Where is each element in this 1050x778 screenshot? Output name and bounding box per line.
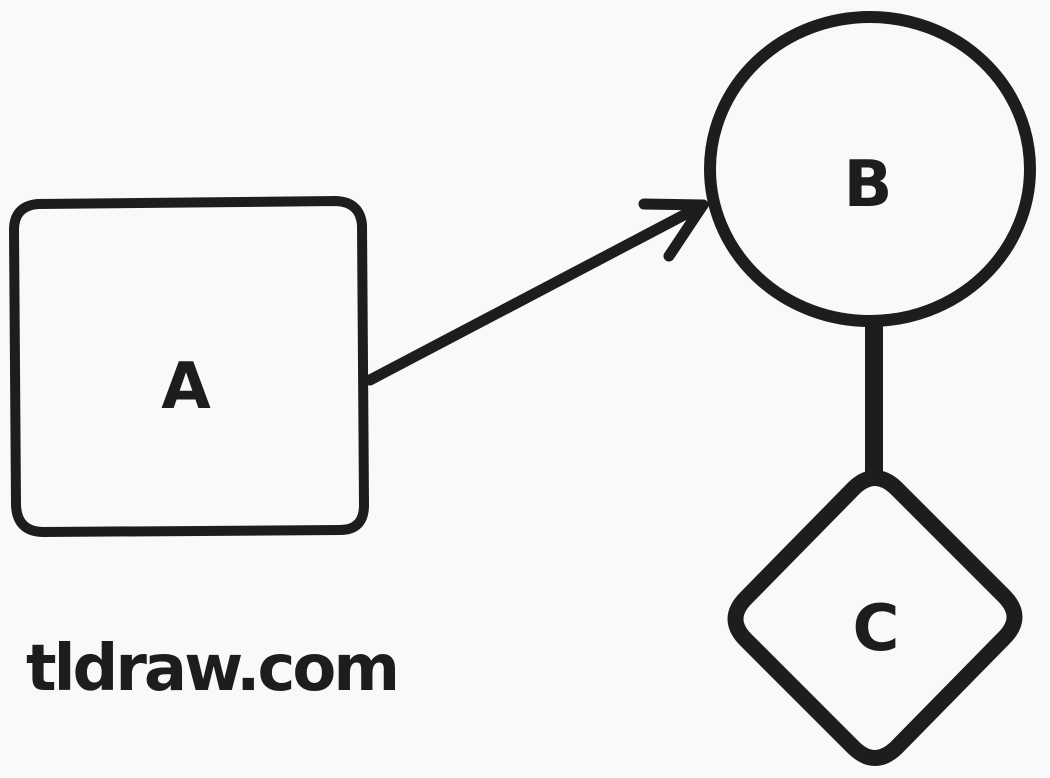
shape-b-label: B [844,148,893,222]
shape-c-diamond[interactable]: C [727,470,1023,766]
arrow-a-to-b[interactable] [364,198,709,386]
shape-a-label: A [161,350,211,424]
shape-b-ellipse[interactable]: B [704,11,1036,327]
shape-a-rectangle[interactable]: A [9,196,369,537]
shape-c-label: C [853,592,900,666]
tldraw-watermark[interactable]: tldraw.com [26,632,400,706]
